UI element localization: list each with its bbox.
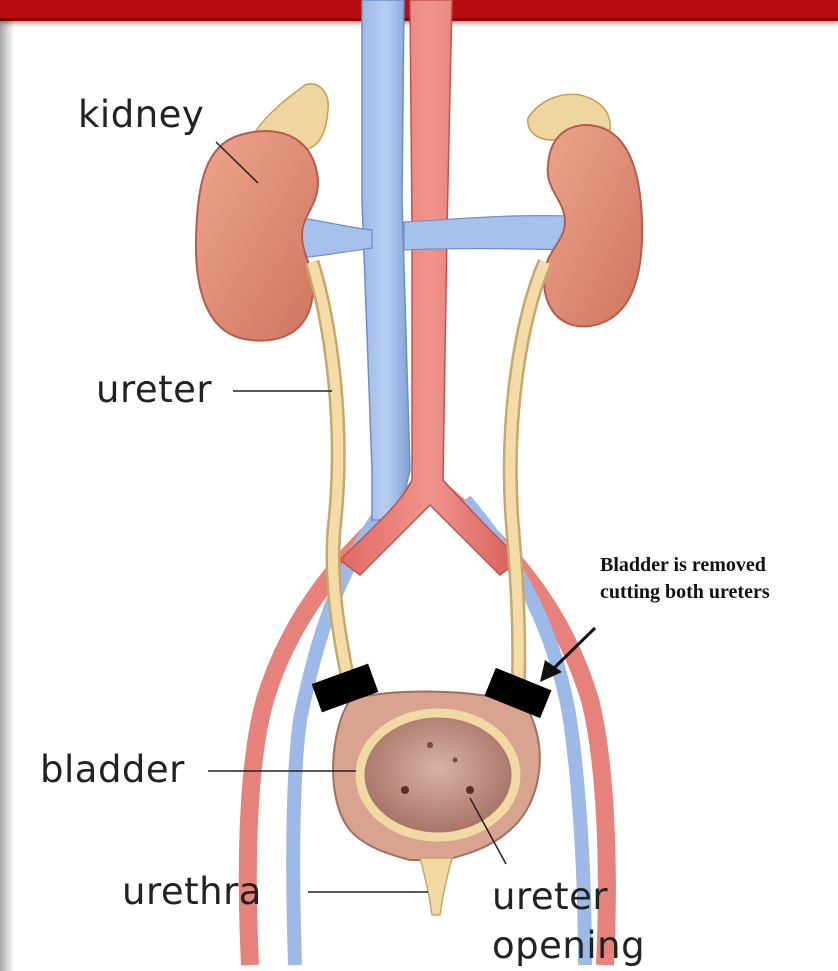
urethra	[420, 858, 452, 915]
left-kidney	[196, 131, 318, 341]
kidney-label: kidney	[78, 96, 204, 133]
ureter-opening-label-line2: opening	[492, 927, 645, 964]
bladder-interior	[360, 713, 516, 837]
right-renal-vein	[404, 216, 575, 250]
urethra-label: urethra	[122, 873, 262, 910]
bladder-label: bladder	[40, 751, 185, 788]
ureter-opening-label-line1: ureter	[492, 878, 608, 915]
left-renal-vein	[300, 218, 372, 258]
annotation-line2: cutting both ureters	[600, 579, 770, 606]
annotation-line1: Bladder is removed	[600, 552, 766, 579]
vena-cava	[362, 0, 410, 520]
ureter-label: ureter	[96, 371, 212, 408]
